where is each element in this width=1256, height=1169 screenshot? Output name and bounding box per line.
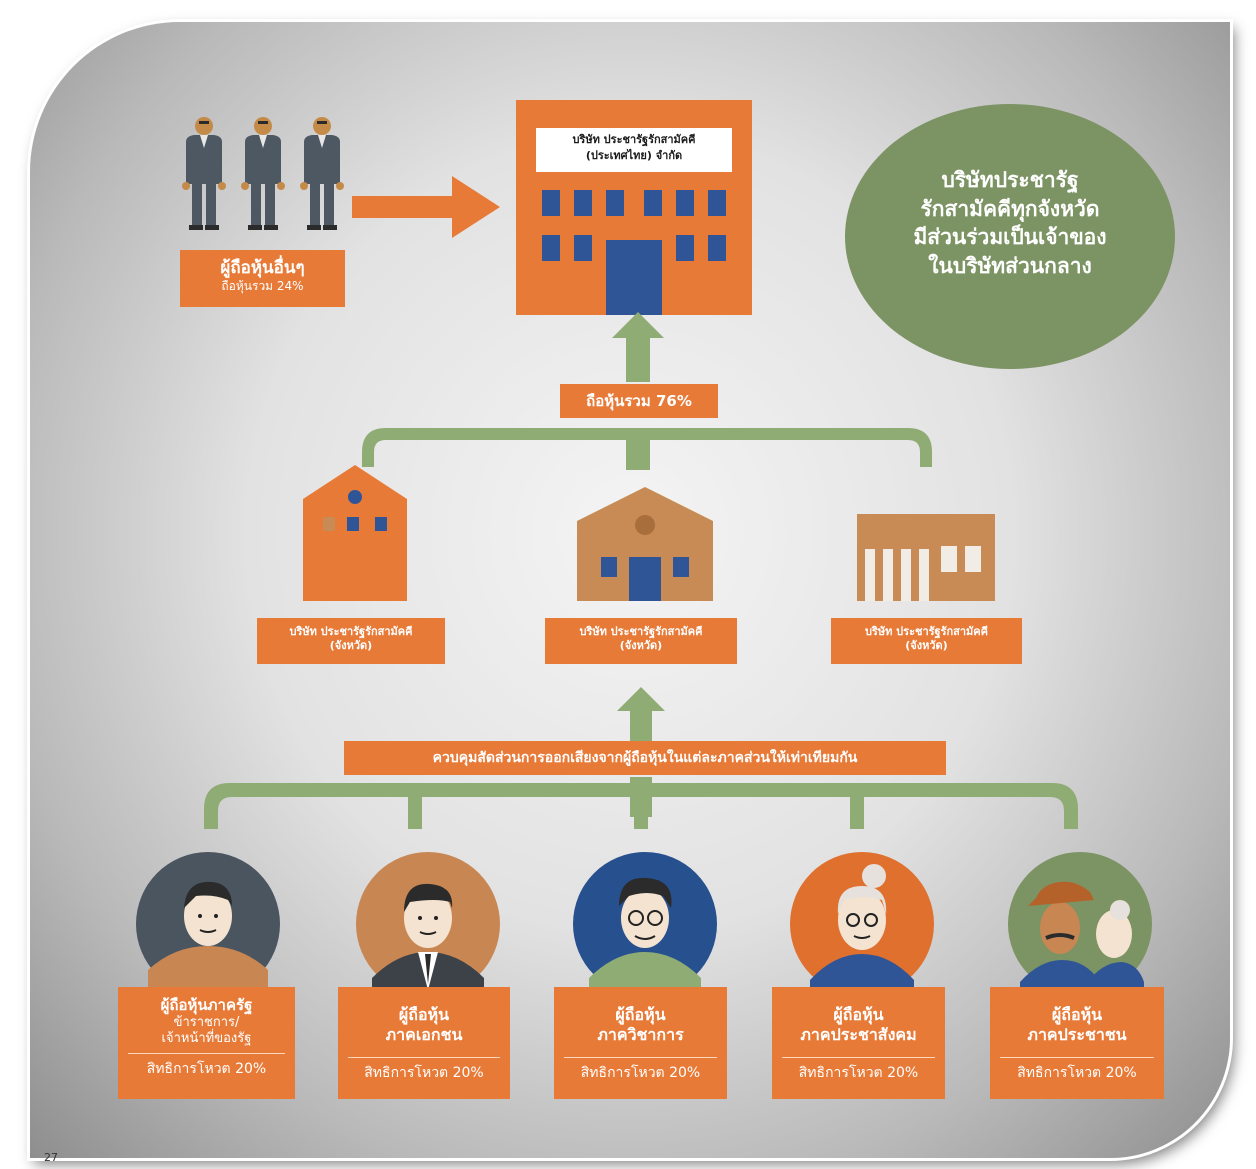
civil-society-vote: สิทธิการโหวต 20%: [782, 1057, 935, 1083]
province-company-3-line2: (จังหวัด): [905, 638, 948, 652]
green-circle-line2: รักสามัคคีทุกจังหวัด: [920, 196, 1100, 221]
government-shareholder-avatar: [136, 852, 280, 996]
academic-shareholder-avatar: [573, 852, 717, 996]
province-company-1-line2: (จังหวัด): [329, 638, 373, 652]
civil-society-sub: ภาคประชาสังคม: [800, 1025, 917, 1044]
private-sector-title: ผู้ถือหุ้น: [398, 1005, 450, 1024]
province-company-box-2: บริษัท ประชารัฐรักสามัคคี (จังหวัด): [545, 618, 737, 664]
government-title: ผู้ถือหุ้นภาครัฐ: [160, 996, 253, 1014]
province-company-2-line1: บริษัท ประชารัฐรักสามัคคี: [579, 625, 703, 638]
public-shareholder-avatar: [1008, 852, 1152, 996]
central-company-sign: บริษัท ประชารัฐรักสามัคคี (ประเทศไทย) จำ…: [536, 132, 732, 172]
public-sub: ภาคประชาชน: [1027, 1025, 1127, 1044]
private-sector-vote: สิทธิการโหวต 20%: [348, 1057, 500, 1083]
civil-society-shareholder-avatar: [790, 852, 934, 996]
other-shareholders-share: ถือหุ้นรวม 24%: [221, 279, 304, 294]
academic-title: ผู้ถือหุ้น: [615, 1005, 666, 1024]
province-company-box-1: บริษัท ประชารัฐรักสามัคคี (จังหวัด): [257, 618, 445, 664]
private-sector-sub: ภาคเอกชน: [385, 1025, 463, 1044]
infographic-panel: ผู้ถือหุ้นอื่นๆ ถือหุ้นรวม 24% บริษัท ปร…: [30, 22, 1230, 1158]
other-shareholders-title: ผู้ถือหุ้นอื่นๆ: [220, 258, 305, 278]
green-circle-line3: มีส่วนร่วมเป็นเจ้าของ: [913, 225, 1107, 250]
academic-shareholder-box: ผู้ถือหุ้น ภาควิชาการ สิทธิการโหวต 20%: [554, 987, 727, 1099]
province-company-2-line2: (จังหวัด): [619, 638, 663, 652]
academic-vote: สิทธิการโหวต 20%: [564, 1057, 717, 1083]
central-company-line1: บริษัท ประชารัฐรักสามัคคี: [572, 133, 696, 146]
public-title: ผู้ถือหุ้น: [1051, 1005, 1103, 1024]
right-arrow-icon: [352, 176, 500, 238]
province-company-3-line1: บริษัท ประชารัฐรักสามัคคี: [864, 625, 989, 638]
government-sub1: ข้าราชการ/: [173, 1014, 240, 1030]
private-sector-shareholder-box: ผู้ถือหุ้น ภาคเอกชน สิทธิการโหวต 20%: [338, 987, 510, 1099]
voting-control-label: ควบคุมสัดส่วนการออกเสียงจากผู้ถือหุ้นในแ…: [344, 741, 946, 775]
public-shareholder-box: ผู้ถือหุ้น ภาคประชาชน สิทธิการโหวต 20%: [990, 987, 1164, 1099]
other-shareholders-box: ผู้ถือหุ้นอื่นๆ ถือหุ้นรวม 24%: [180, 250, 345, 307]
share-total-label: ถือหุ้นรวม 76%: [560, 384, 718, 418]
central-company-building-icon: [516, 100, 752, 315]
page-number: 27: [44, 1151, 58, 1164]
green-circle-line1: บริษัทประชารัฐ: [941, 168, 1079, 192]
province-company-box-3: บริษัท ประชารัฐรักสามัคคี (จังหวัด): [831, 618, 1022, 664]
green-circle-note: บริษัทประชารัฐ รักสามัคคีทุกจังหวัด มีส่…: [845, 104, 1175, 369]
top-connector-arrows: [362, 312, 932, 470]
province-company-1-line1: บริษัท ประชารัฐรักสามัคคี: [289, 625, 413, 638]
civil-society-title: ผู้ถือหุ้น: [833, 1005, 884, 1024]
government-sub2: เจ้าหน้าที่ของรัฐ: [161, 1031, 252, 1046]
province-building-1-icon: [303, 465, 407, 601]
province-building-2-icon: [577, 487, 713, 601]
green-circle-line4: ในบริษัทส่วนกลาง: [928, 253, 1092, 278]
civil-society-shareholder-box: ผู้ถือหุ้น ภาคประชาสังคม สิทธิการโหวต 20…: [772, 987, 945, 1099]
central-company-line2: (ประเทศไทย) จำกัด: [585, 148, 683, 162]
government-shareholder-box: ผู้ถือหุ้นภาครัฐ ข้าราชการ/ เจ้าหน้าที่ข…: [118, 987, 295, 1099]
private-sector-shareholder-avatar: [356, 852, 500, 996]
province-building-3-icon: [857, 514, 995, 601]
academic-sub: ภาควิชาการ: [597, 1025, 684, 1044]
public-vote: สิทธิการโหวต 20%: [1000, 1057, 1154, 1083]
government-vote: สิทธิการโหวต 20%: [128, 1053, 285, 1079]
businessmen-icon: [182, 117, 344, 230]
bottom-connector-arrows: [204, 687, 1078, 829]
